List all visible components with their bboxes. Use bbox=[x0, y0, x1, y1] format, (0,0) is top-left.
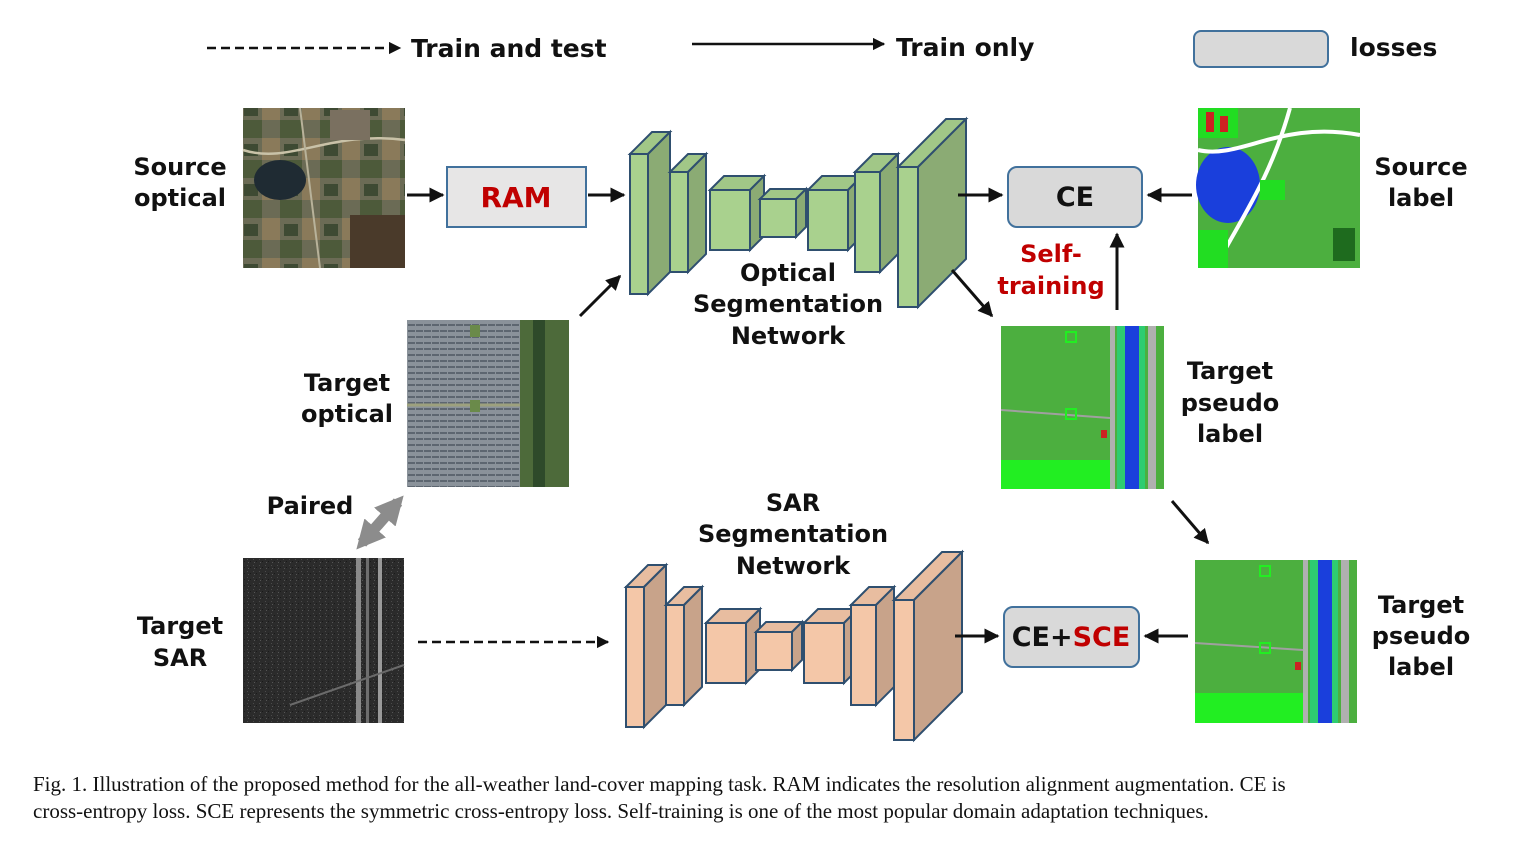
legend-box-label: losses bbox=[1350, 33, 1437, 62]
sar-net-block-3 bbox=[703, 606, 763, 686]
target-sar-label-line2: SAR bbox=[153, 644, 207, 672]
legend-solid-label: Train only bbox=[896, 33, 1034, 62]
optical-network-label-line2: Segmentation bbox=[693, 290, 883, 318]
figure-caption-line2: cross-entropy loss. SCE represents the s… bbox=[33, 799, 1209, 823]
paired-label: Paired bbox=[267, 492, 354, 520]
target-pseudo-label-1-line1: Target bbox=[1187, 357, 1273, 385]
ce-loss-box bbox=[1007, 166, 1143, 228]
self-training-label-line1: Self- bbox=[1020, 240, 1082, 268]
ce-sce-suffix: SCE bbox=[1073, 622, 1131, 653]
paired-double-arrow bbox=[356, 495, 404, 550]
source-optical-label-line2: optical bbox=[134, 184, 226, 212]
arrow-target-optical-to-optical-net bbox=[578, 274, 622, 318]
sar-net-block-4 bbox=[753, 619, 805, 673]
target-pseudo-label-2-line2: pseudo bbox=[1372, 622, 1471, 650]
figure-caption: Fig. 1. Illustration of the proposed met… bbox=[33, 771, 1523, 825]
arrow-optical-net-to-pseudo-label bbox=[950, 269, 994, 318]
source-label-text-line2: label bbox=[1388, 184, 1454, 212]
sar-network-label-line2: Segmentation bbox=[698, 520, 888, 548]
ram-box bbox=[446, 166, 587, 228]
optical-net-block-5 bbox=[805, 173, 865, 253]
sar-network-label-line3: Network bbox=[736, 552, 851, 580]
figure-caption-line1: Fig. 1. Illustration of the proposed met… bbox=[33, 772, 1286, 796]
ram-label: RAM bbox=[480, 181, 551, 214]
optical-network-label-line1: Optical bbox=[740, 259, 836, 287]
target-sar-label-line1: Target bbox=[137, 612, 223, 640]
target-sar-image bbox=[243, 558, 405, 723]
sar-net-block-2 bbox=[663, 584, 705, 708]
sar-net-block-7 bbox=[891, 549, 965, 743]
source-optical-label-line1: Source bbox=[133, 153, 226, 181]
optical-net-block-3 bbox=[707, 173, 767, 253]
ce-sce-loss-box bbox=[1003, 606, 1140, 668]
sar-net-block-1 bbox=[623, 562, 669, 730]
target-pseudo-label-1-line3: label bbox=[1197, 420, 1263, 448]
sar-network-label-line1: SAR bbox=[766, 489, 820, 517]
legend-loss-box bbox=[1193, 30, 1329, 68]
optical-net-block-6 bbox=[852, 151, 901, 275]
target-pseudo-label-2-line1: Target bbox=[1378, 591, 1464, 619]
optical-network-label-line3: Network bbox=[731, 322, 846, 350]
target-pseudo-label-2-line3: label bbox=[1388, 653, 1454, 681]
target-optical-label-line1: Target bbox=[304, 369, 390, 397]
self-training-label-line2: training bbox=[997, 272, 1104, 300]
legend-dashed-label: Train and test bbox=[411, 34, 607, 63]
sar-segmentation-network bbox=[623, 549, 965, 743]
target-pseudo-label-1-line2: pseudo bbox=[1181, 389, 1280, 417]
optical-net-block-4 bbox=[757, 186, 809, 240]
ce-loss-label: CE bbox=[1056, 182, 1094, 213]
sar-net-block-5 bbox=[801, 606, 861, 686]
ce-sce-prefix: CE+ bbox=[1012, 622, 1073, 653]
ce-sce-loss-label: CE+SCE bbox=[1012, 622, 1131, 653]
target-optical-image bbox=[407, 320, 569, 487]
arrow-pseudo-label-to-pseudo-label2 bbox=[1170, 500, 1210, 545]
optical-net-block-2 bbox=[667, 151, 709, 275]
legend: Train and test Train only losses bbox=[207, 30, 1437, 68]
sar-net-block-6 bbox=[848, 584, 897, 708]
source-optical-image bbox=[242, 107, 406, 269]
source-label-map bbox=[1196, 107, 1361, 269]
target-pseudo-label-map-2 bbox=[1194, 560, 1357, 723]
optical-net-block-1 bbox=[627, 129, 673, 297]
target-optical-label-line2: optical bbox=[301, 400, 393, 428]
source-label-text-line1: Source bbox=[1374, 153, 1467, 181]
optical-segmentation-network bbox=[627, 116, 969, 310]
target-pseudo-label-map-1 bbox=[1000, 326, 1164, 489]
optical-net-block-7 bbox=[895, 116, 969, 310]
